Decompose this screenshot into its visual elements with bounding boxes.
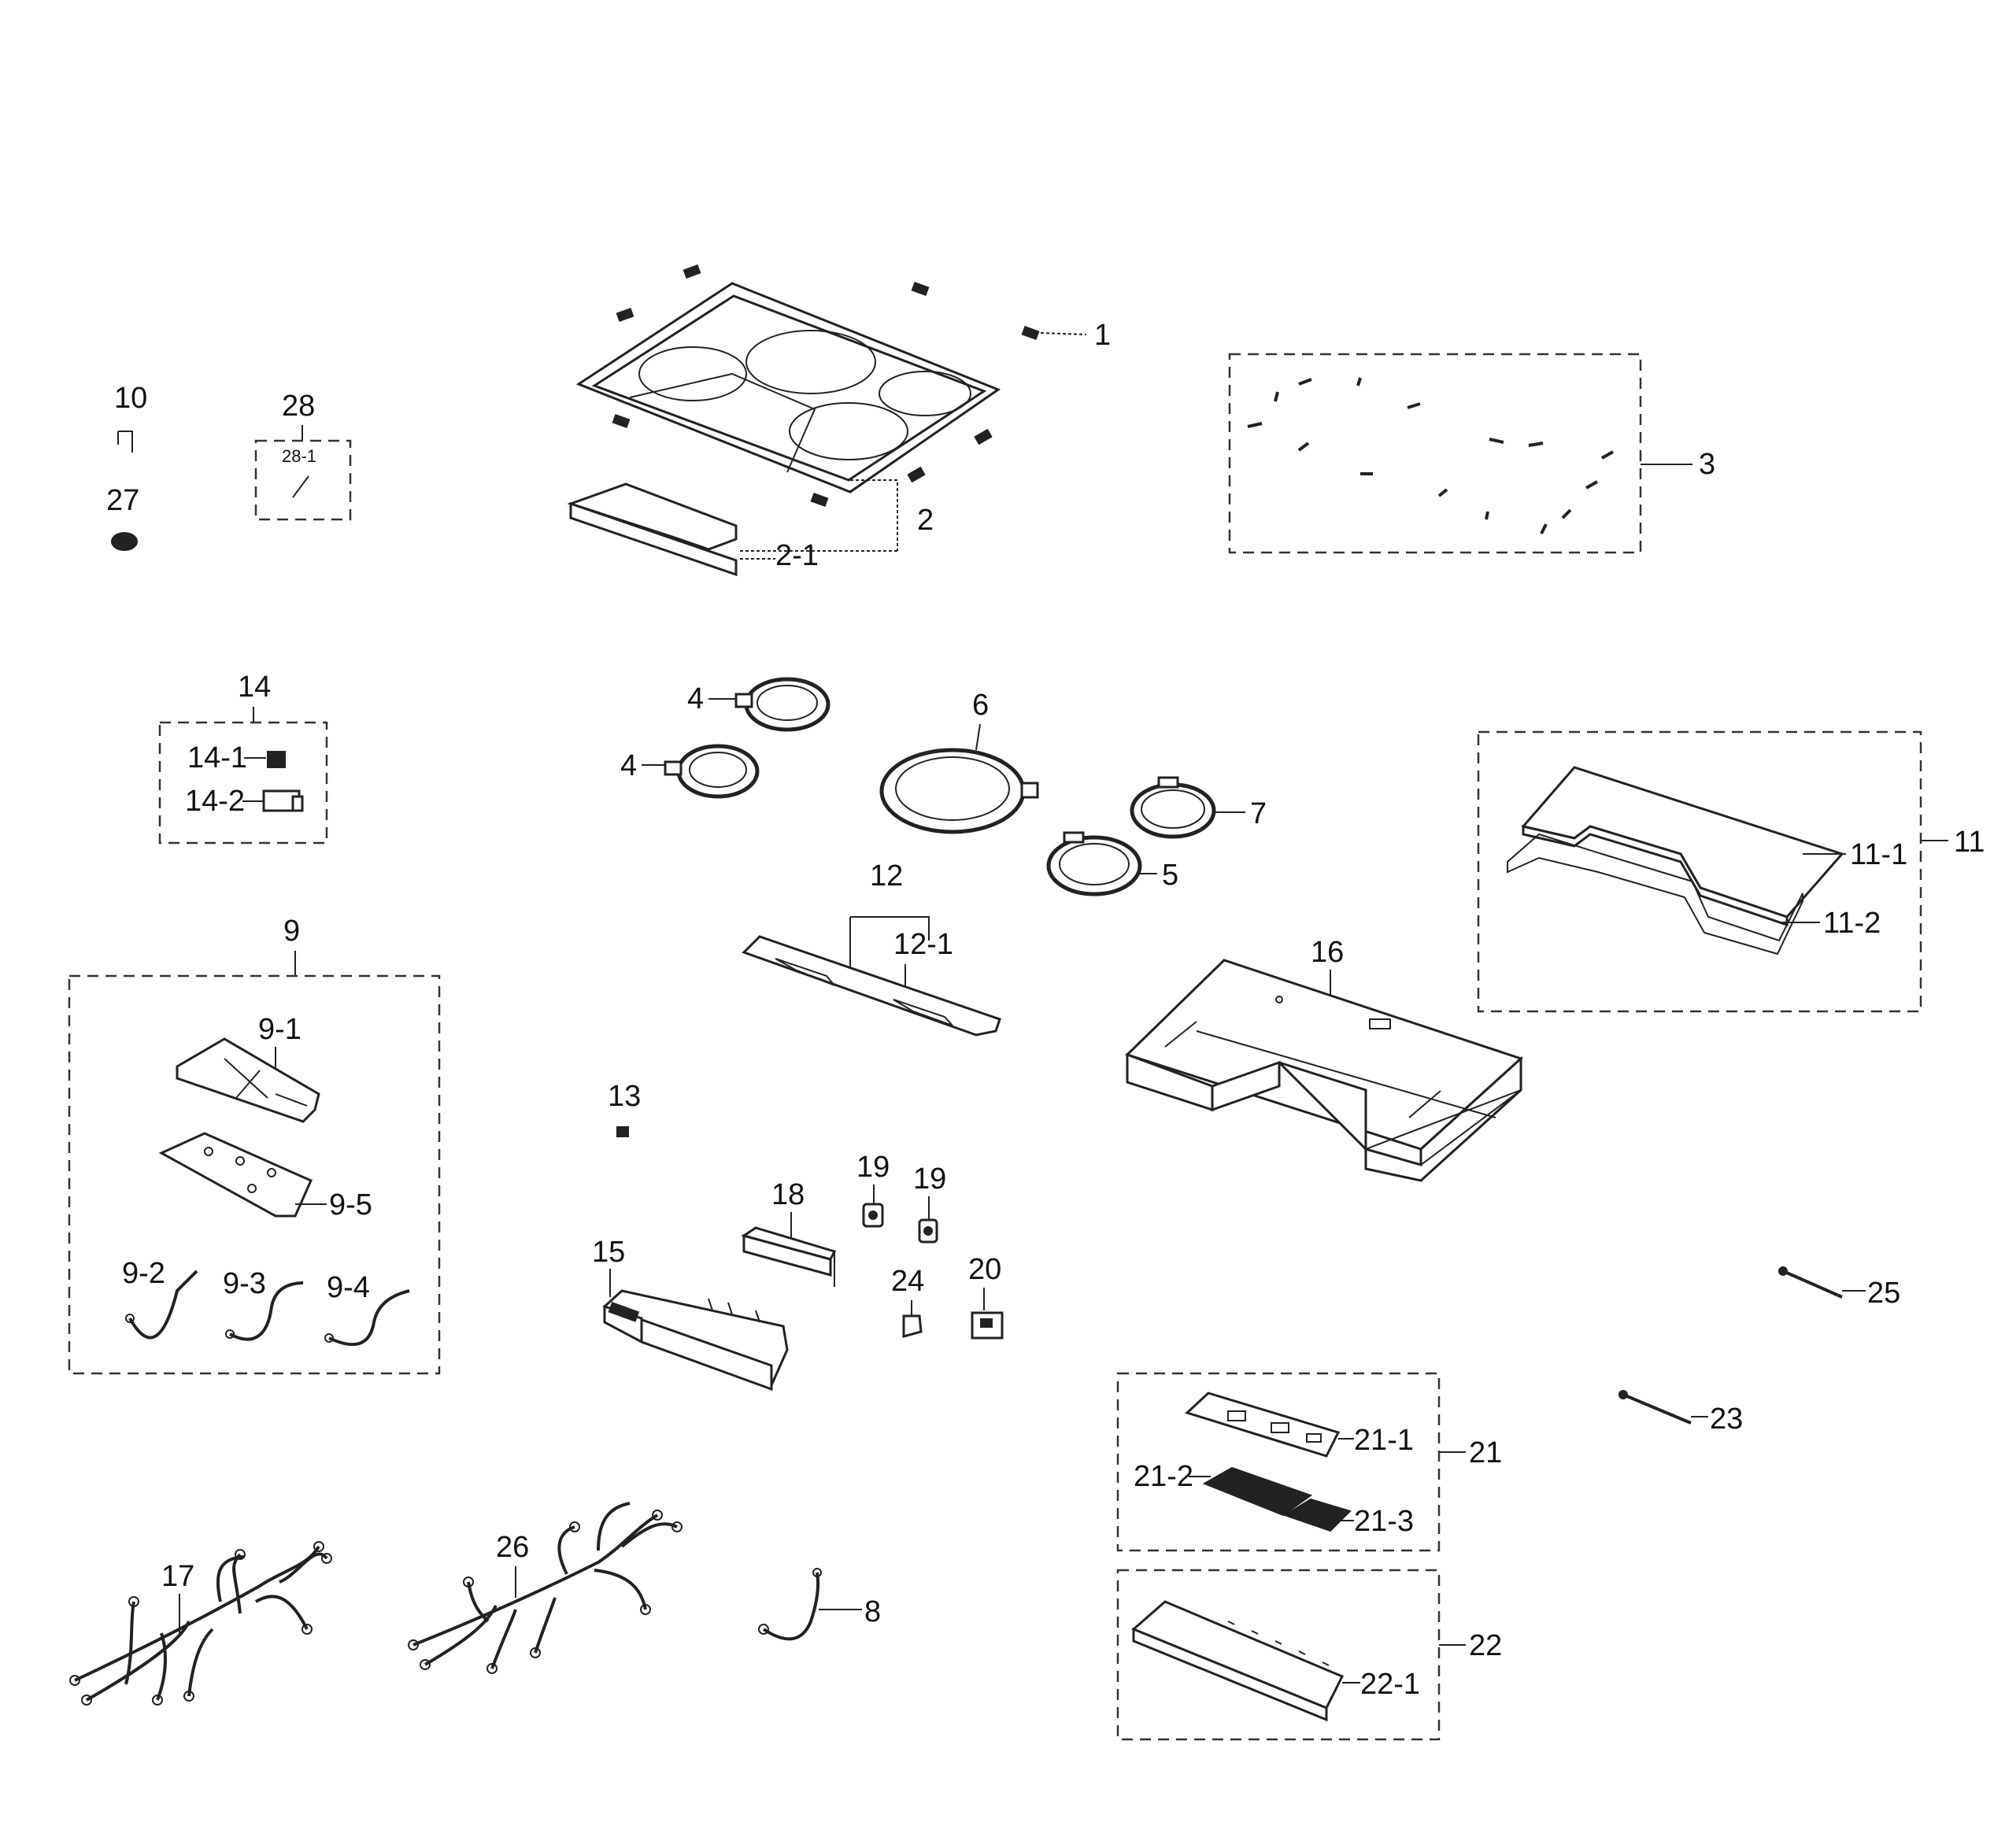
callout-3: 3 <box>1699 448 1715 481</box>
callout-8: 8 <box>864 1595 881 1628</box>
part-23-rod <box>1618 1390 1692 1425</box>
callout-9-2: 9-2 <box>122 1257 165 1290</box>
part-15-tray <box>602 1289 789 1392</box>
part-21-2-heatsink <box>1202 1466 1313 1517</box>
part-16-housing <box>1125 959 1523 1182</box>
part-19-left-mount <box>862 1203 884 1228</box>
callout-28: 28 <box>282 390 315 423</box>
callout-19-left: 19 <box>856 1151 890 1184</box>
part-12-1-bracket <box>742 935 1001 1037</box>
part-9-2-wire <box>125 1270 198 1340</box>
callout-24: 24 <box>891 1265 924 1298</box>
part-2-cooktop <box>575 282 1001 493</box>
callout-22: 22 <box>1469 1629 1502 1662</box>
callout-11: 11 <box>1954 826 1985 859</box>
part-6-large-burner <box>879 748 1039 834</box>
callout-9-3: 9-3 <box>223 1267 266 1300</box>
part-20-connector <box>971 1311 1004 1340</box>
callout-14: 14 <box>238 671 271 704</box>
part-9-1-board <box>176 1037 320 1123</box>
callout-13: 13 <box>608 1080 641 1113</box>
callout-25: 25 <box>1867 1277 1900 1310</box>
callout-12: 12 <box>870 859 903 893</box>
callout-18: 18 <box>771 1178 805 1211</box>
callout-14-2: 14-2 <box>185 785 245 818</box>
callout-10: 10 <box>114 382 147 415</box>
callout-12-1: 12-1 <box>893 928 953 961</box>
callout-2-1: 2-1 <box>775 539 819 572</box>
part-26-wire-harness <box>408 1502 683 1674</box>
callout-11-1: 11-1 <box>1850 838 1907 871</box>
callout-9-1: 9-1 <box>258 1013 301 1046</box>
group-box-14 <box>158 721 328 845</box>
part-14-2-sensor <box>262 789 304 812</box>
callout-14-1: 14-1 <box>187 741 247 774</box>
callout-9-5: 9-5 <box>329 1188 372 1222</box>
part-24-clip <box>902 1314 923 1338</box>
callout-26: 26 <box>496 1531 529 1564</box>
callout-9: 9 <box>283 915 300 948</box>
part-9-3-wire <box>225 1281 304 1341</box>
part-13-clip <box>616 1126 629 1137</box>
part-25-rod <box>1778 1266 1843 1299</box>
part-3-screws <box>1247 377 1614 534</box>
callout-21-2: 21-2 <box>1134 1460 1193 1493</box>
part-1-clips <box>612 264 1040 508</box>
part-14-1-chip <box>267 751 286 768</box>
group-box-21 <box>1116 1372 1441 1552</box>
part-11-1-cover <box>1521 766 1844 927</box>
part-22-1-case <box>1131 1600 1345 1722</box>
part-27-foot <box>111 532 138 551</box>
part-10-clip <box>117 431 133 453</box>
callout-21: 21 <box>1469 1436 1502 1469</box>
callout-19-right: 19 <box>913 1162 946 1196</box>
part-28-1-screw <box>292 475 309 498</box>
part-9-4-wire <box>324 1289 410 1347</box>
callout-6: 6 <box>972 689 989 722</box>
callout-2: 2 <box>917 504 934 537</box>
group-box-9 <box>68 974 441 1375</box>
group-box-28 <box>254 439 352 521</box>
callout-16: 16 <box>1311 936 1344 969</box>
part-9-5-plate <box>158 1132 313 1218</box>
callout-28-1: 28-1 <box>282 446 316 466</box>
callout-9-4: 9-4 <box>327 1271 370 1304</box>
part-18-bracket <box>741 1226 837 1287</box>
group-box-11 <box>1477 730 1922 1013</box>
part-8-wire <box>758 1568 822 1641</box>
part-5-burner <box>1046 831 1142 896</box>
callout-5: 5 <box>1162 859 1178 892</box>
callout-27: 27 <box>106 484 139 517</box>
callout-4-lower: 4 <box>620 749 637 782</box>
callout-7: 7 <box>1250 797 1267 830</box>
part-19-right-mount <box>918 1218 938 1244</box>
group-box-3 <box>1228 353 1642 554</box>
callout-22-1: 22-1 <box>1360 1668 1420 1701</box>
callout-15: 15 <box>592 1236 625 1269</box>
part-11-2-gasket <box>1507 833 1803 955</box>
callout-20: 20 <box>968 1253 1001 1286</box>
callout-21-3: 21-3 <box>1354 1505 1414 1538</box>
callout-11-2: 11-2 <box>1823 907 1881 940</box>
callout-23: 23 <box>1710 1403 1743 1436</box>
part-4-burner-upper <box>734 677 830 732</box>
part-21-3-module <box>1282 1498 1352 1532</box>
part-4-burner-lower <box>664 744 760 799</box>
callout-17: 17 <box>161 1560 194 1593</box>
callout-4-upper: 4 <box>687 682 704 715</box>
part-7-burner <box>1130 776 1216 839</box>
callout-21-1: 21-1 <box>1354 1424 1414 1457</box>
group-box-22 <box>1116 1569 1441 1741</box>
part-2-1-bracket <box>567 482 738 577</box>
callout-1: 1 <box>1094 319 1111 352</box>
part-21-1-board <box>1185 1392 1341 1458</box>
part-17-wire-harness <box>69 1541 332 1706</box>
